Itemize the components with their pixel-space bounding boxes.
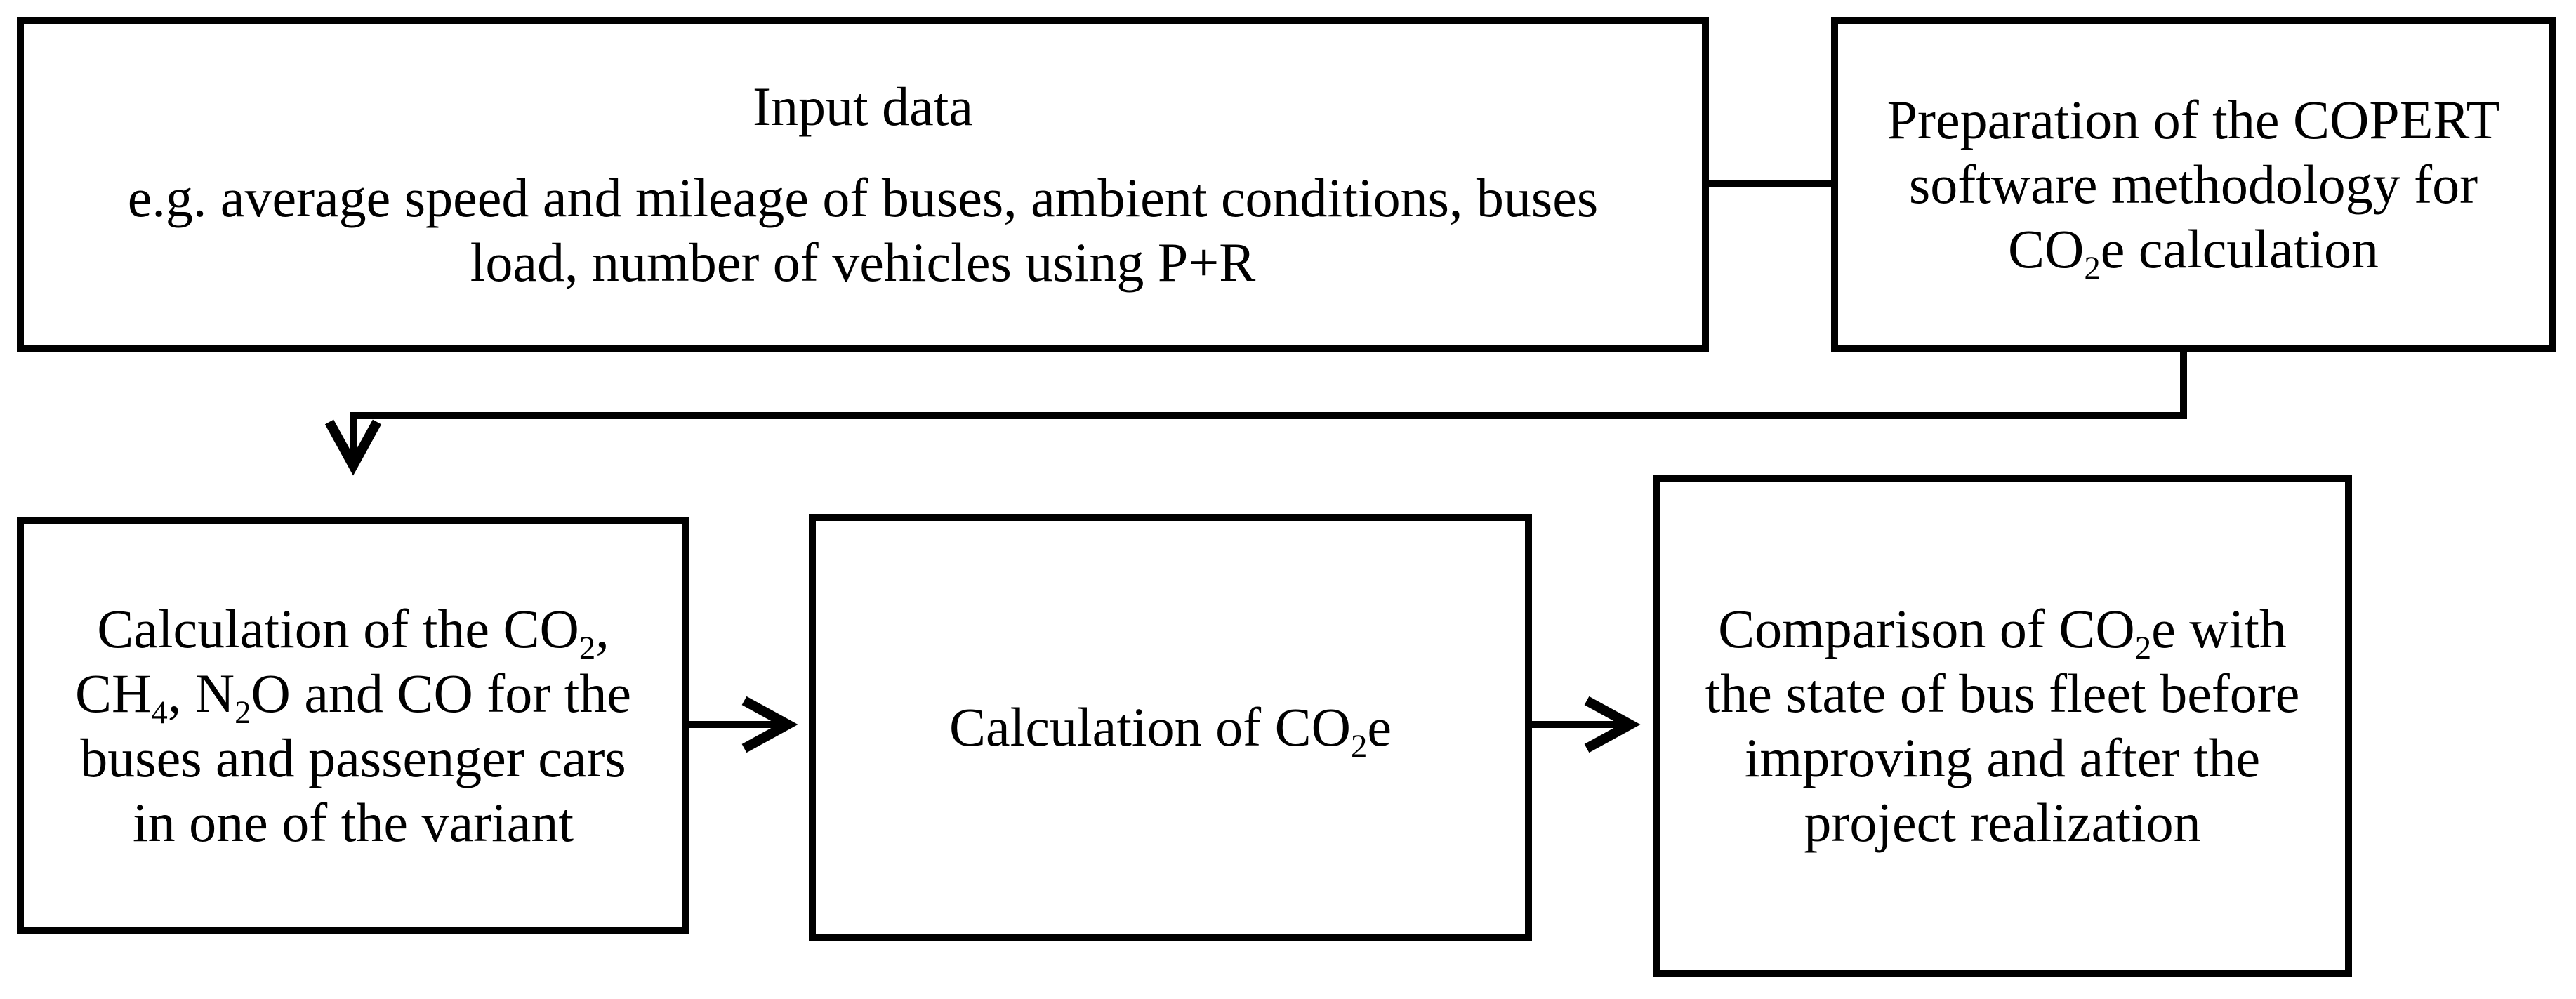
co2e-calculation-box: Calculation of CO2e [809, 514, 1532, 941]
input-data-box: Input data e.g. average speed and mileage… [17, 17, 1709, 352]
pollutant-calculation-box: Calculation of the CO2,CH4, N2O and CO f… [17, 517, 689, 934]
text-line: e.g. average speed and mileage of buses,… [127, 167, 1599, 228]
text-line: Calculation of the CO2, [97, 597, 609, 666]
text-line: buses and passenger cars [80, 727, 626, 788]
text-line: Calculation of CO2e [949, 696, 1392, 765]
text-line: Comparison of CO2e with [1718, 598, 2287, 666]
text-line: CO2e calculation [2007, 218, 2379, 286]
arrowhead-down-icon [324, 419, 382, 476]
text-line: improving and after the [1744, 727, 2261, 788]
text-line: the state of bus fleet before [1705, 663, 2300, 724]
text-line: in one of the variant [132, 791, 574, 853]
text-line: load, number of vehicles using P+R [470, 232, 1256, 293]
text-line: CH4, N2O and CO for the [74, 662, 632, 731]
text-line: Preparation of the COPERT [1887, 89, 2500, 150]
arrowhead-right-icon [1584, 696, 1641, 753]
arrowhead-right-icon [741, 696, 798, 753]
text-line: software methodology for [1908, 154, 2478, 215]
text-line: project realization [1804, 792, 2201, 853]
text-line: Input data [752, 76, 974, 137]
connector-copert-to-pollutants [350, 352, 2187, 456]
